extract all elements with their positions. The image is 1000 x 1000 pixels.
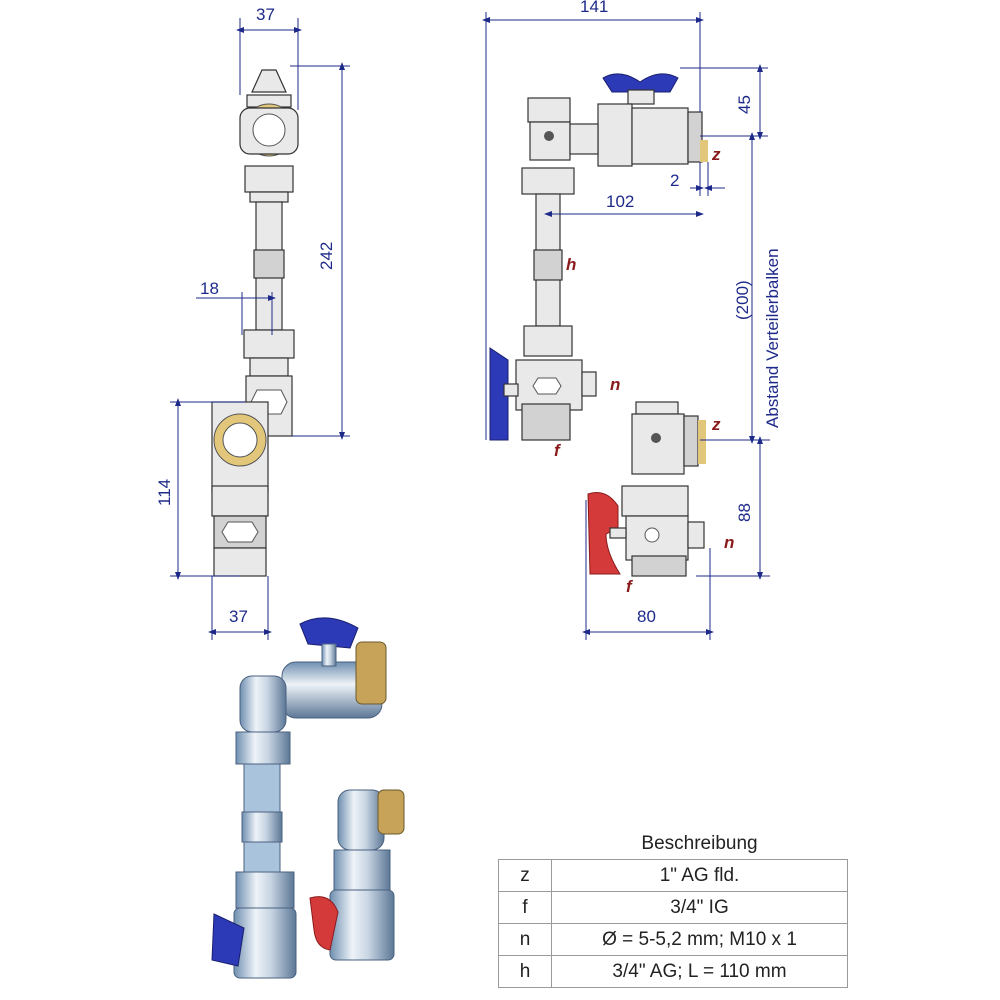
label-n-left: n (610, 375, 620, 394)
dim-114: 114 (155, 479, 174, 506)
dim-2: 2 (670, 171, 679, 190)
dim-37-top: 37 (256, 5, 275, 24)
left-side-view (211, 69, 299, 577)
table-row: f 3/4" IG (498, 891, 848, 924)
table-header-row: Beschreibung (498, 829, 848, 860)
row-key: z (498, 859, 552, 892)
table-row: n Ø = 5-5,2 mm; M10 x 1 (498, 923, 848, 956)
row-value: Ø = 5-5,2 mm; M10 x 1 (551, 923, 848, 956)
row-key: f (498, 891, 552, 924)
description-table: Beschreibung z 1" AG fld. f 3/4" IG n Ø … (498, 829, 848, 988)
dim-141: 141 (580, 0, 608, 16)
row-key: h (498, 955, 552, 988)
label-f-left: f (554, 441, 562, 460)
dim-242: 242 (317, 242, 336, 270)
part-labels: z h n f z n f (554, 145, 734, 596)
dim-18: 18 (200, 279, 219, 298)
label-z-top: z (711, 145, 721, 164)
dim-37-bottom: 37 (229, 607, 248, 626)
right-front-view (489, 73, 708, 577)
dim-45: 45 (735, 95, 754, 114)
right-dimensions: 141 45 2 102 (200) Abstand Verteilerbalk… (482, 0, 782, 640)
row-value: 3/4" IG (551, 891, 848, 924)
left-dimensions: 37 242 18 114 37 (155, 5, 350, 640)
dim-200: (200) (733, 280, 752, 320)
label-n-right: n (724, 533, 734, 552)
label-h: h (566, 255, 576, 274)
row-value: 1" AG fld. (551, 859, 848, 892)
row-key: n (498, 923, 552, 956)
table-header: Beschreibung (551, 829, 848, 860)
label-z-bottom: z (711, 415, 721, 434)
dim-88: 88 (735, 503, 754, 522)
label-f-right: f (626, 577, 634, 596)
row-value: 3/4" AG; L = 110 mm (551, 955, 848, 988)
abstand-label: Abstand Verteilerbalken (763, 248, 782, 428)
dim-102: 102 (606, 192, 634, 211)
table-row: z 1" AG fld. (498, 859, 848, 892)
table-row: h 3/4" AG; L = 110 mm (498, 955, 848, 988)
dim-80: 80 (637, 607, 656, 626)
isometric-render (211, 617, 405, 979)
